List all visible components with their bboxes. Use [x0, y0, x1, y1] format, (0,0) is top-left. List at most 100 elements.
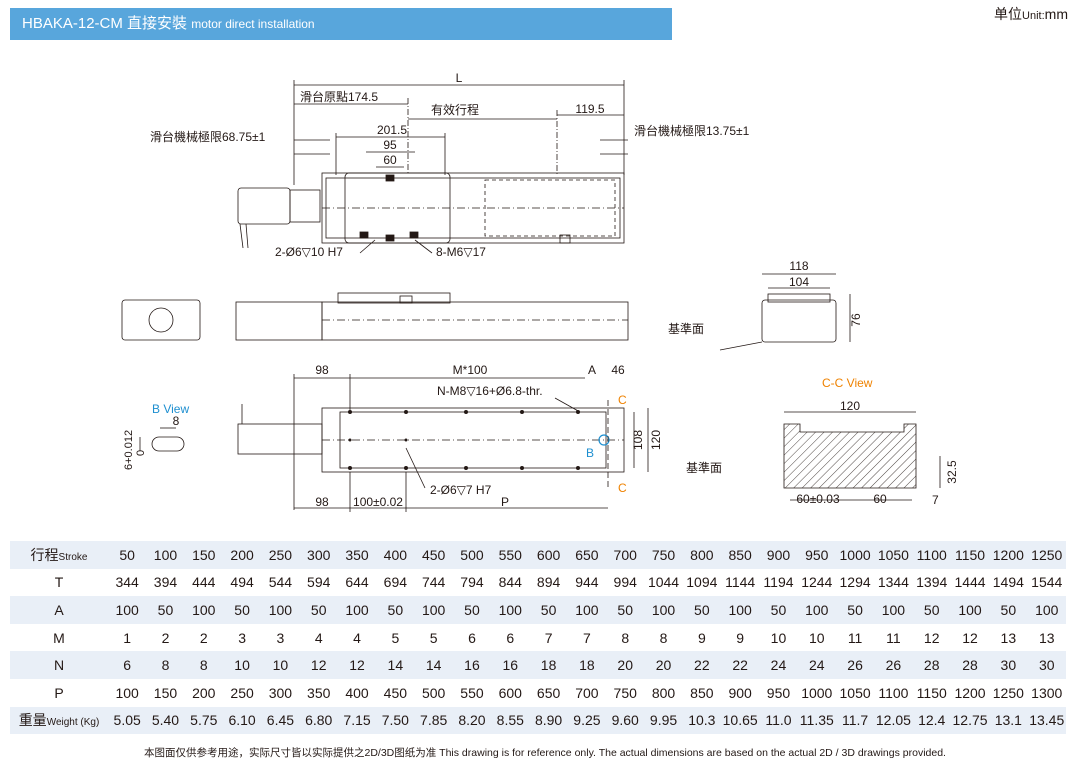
technical-drawing: L 滑台原點174.5 有效行程 119.5 201.5 95 60 滑台機械極… — [121, 71, 959, 512]
table-cell: 14 — [414, 651, 453, 679]
table-cell: 12.4 — [912, 706, 951, 735]
table-cell: 750 — [644, 541, 683, 569]
table-cell: 6.80 — [299, 706, 338, 735]
row-label: N — [10, 651, 108, 679]
table-cell: 850 — [682, 678, 721, 707]
table-cell: 8 — [606, 623, 645, 652]
table-cell: 1094 — [682, 568, 721, 597]
table-cell: 1494 — [989, 568, 1028, 597]
table-cell: 1044 — [644, 568, 683, 597]
dim-60: 60 — [383, 153, 397, 167]
table-cell: 9 — [721, 623, 760, 652]
table-cell: 14 — [376, 651, 415, 679]
table-cell: 50 — [529, 596, 568, 624]
table-cell: 150 — [184, 541, 223, 569]
table-cell: 800 — [644, 678, 683, 707]
b-view-width: 8 — [173, 414, 180, 428]
cc-height-32: 32.5 — [945, 460, 959, 484]
table-cell: 500 — [414, 678, 453, 707]
row-label-cn: M — [53, 629, 65, 646]
table-cell: 6 — [108, 651, 147, 679]
disclaimer-note: 本图面仅供参考用途，实际尺寸皆以实际提供之2D/3D图纸为准 This draw… — [144, 747, 946, 759]
dim-limit-left: 滑台機械極限68.75±1 — [150, 129, 266, 144]
table-cell: 5.05 — [108, 706, 147, 735]
table-cell: 200 — [184, 678, 223, 707]
table-cell: 950 — [797, 541, 836, 569]
b-view-tol: 6+0.012 — [123, 430, 135, 470]
table-cell: 100 — [1027, 596, 1066, 624]
dim-120: 120 — [649, 430, 663, 450]
table-cell: 394 — [146, 568, 185, 597]
section-C-bottom: C — [618, 481, 627, 495]
table-cell: 24 — [759, 651, 798, 679]
table-cell: 12 — [912, 623, 951, 652]
row-label-cn: P — [54, 684, 64, 701]
table-cell: 994 — [606, 568, 645, 597]
dim-118: 118 — [789, 259, 808, 273]
table-cell: 1544 — [1027, 568, 1066, 597]
table-cell: 9 — [682, 623, 721, 652]
dim-stroke: 有效行程 — [431, 102, 479, 117]
table-cell: 50 — [989, 596, 1028, 624]
table-cell: 444 — [184, 568, 223, 597]
table-cell: 13.1 — [989, 706, 1028, 735]
table-cell: 1444 — [950, 568, 990, 597]
hole-spec-2: 8-M6▽17 — [436, 245, 486, 259]
table-cell: 100 — [108, 678, 147, 707]
table-cell: 8 — [146, 651, 185, 679]
table-cell: 494 — [222, 568, 262, 597]
dim-98-top: 98 — [315, 363, 329, 377]
table-cell: 100 — [721, 596, 760, 624]
table-cell: 850 — [721, 541, 760, 569]
side-view — [121, 292, 629, 341]
table-cell: 944 — [567, 568, 607, 597]
table-cell: 20 — [644, 651, 683, 679]
table-cell: 644 — [337, 568, 377, 597]
dim-98-bottom: 98 — [315, 495, 329, 509]
row-label-en: Stroke — [58, 551, 88, 563]
table-cell: 28 — [950, 651, 990, 679]
section-C-top: C — [618, 393, 627, 407]
table-cell: 2 — [184, 623, 223, 652]
table-cell: 8.90 — [529, 706, 568, 735]
table-cell: 50 — [835, 596, 875, 624]
table-cell: 12 — [299, 651, 338, 679]
hole-spec-1: 2-Ø6▽10 H7 — [275, 245, 343, 259]
table-cell: 3 — [222, 623, 262, 652]
dim-76: 76 — [849, 313, 863, 327]
table-cell: 18 — [529, 651, 568, 679]
b-view-title: B View — [152, 402, 189, 416]
table-cell: 12 — [950, 623, 990, 652]
table-cell: 1250 — [1027, 541, 1066, 569]
table-cell: 1100 — [874, 678, 913, 707]
table-cell: 11.7 — [835, 706, 875, 735]
table-cell: 50 — [606, 596, 645, 624]
table-cell: 900 — [759, 541, 798, 569]
cc-dim-7: 7 — [932, 493, 939, 507]
dim-L: L — [456, 71, 463, 85]
row-label-cn: 行程 — [30, 546, 59, 563]
table-cell: 1194 — [759, 568, 798, 597]
table-cell: 5 — [414, 623, 453, 652]
table-cell: 10 — [222, 651, 262, 679]
table-cell: 13.45 — [1027, 706, 1066, 735]
table-cell: 544 — [261, 568, 300, 597]
table-cell: 1200 — [950, 678, 990, 707]
table-cell: 20 — [606, 651, 645, 679]
table-cell: 100 — [491, 596, 530, 624]
unit-label-cn: 单位 — [994, 6, 1023, 22]
dim-100: 100±0.02 — [353, 495, 403, 509]
table-cell: 100 — [146, 541, 185, 569]
table-cell: 800 — [682, 541, 721, 569]
table-cell: 11.0 — [759, 706, 798, 735]
b-view-tol0: 0 — [135, 450, 147, 456]
table-cell: 26 — [874, 651, 913, 679]
table-cell: 10 — [797, 623, 836, 652]
table-cell: 100 — [184, 596, 223, 624]
table-cell: 100 — [950, 596, 990, 624]
table-cell: 744 — [414, 568, 453, 597]
dim-95: 95 — [383, 138, 397, 152]
table-cell: 11.35 — [797, 706, 836, 735]
